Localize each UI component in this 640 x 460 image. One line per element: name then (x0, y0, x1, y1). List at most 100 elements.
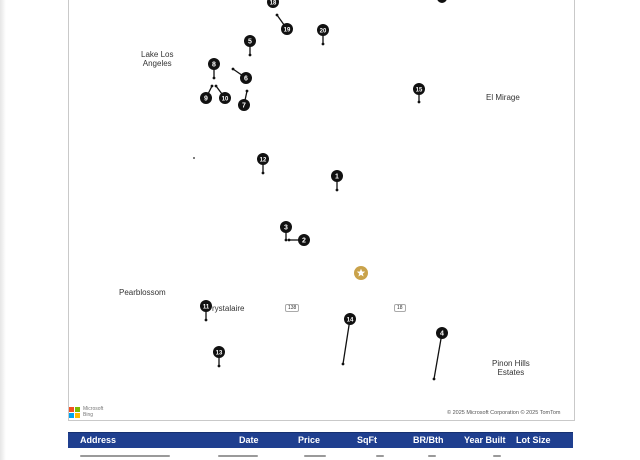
marker-number: 12 (260, 157, 267, 163)
marker-circle (200, 92, 212, 104)
marker-pin-tip (248, 53, 252, 57)
map-marker-15[interactable]: 15 (413, 83, 425, 104)
marker-circle (238, 99, 250, 111)
marker-number: 18 (270, 0, 277, 6)
marker-pin-tip (335, 188, 339, 192)
map-marker-1[interactable]: 1 (331, 170, 343, 192)
map-marker-9[interactable]: 9 (200, 84, 214, 104)
marker-number: 8 (212, 61, 216, 68)
place-line: rystalaire (212, 304, 245, 313)
marker-pin-tip (212, 76, 216, 80)
map-marker-14[interactable]: 14 (341, 313, 356, 366)
marker-circle (317, 24, 329, 36)
row-text-fragment (218, 455, 258, 457)
marker-pin-line (342, 318, 351, 365)
marker-pin-tip (231, 67, 235, 71)
marker-pin-tip (287, 238, 291, 242)
place-line: El Mirage (486, 93, 520, 102)
marker-pin-tip (275, 13, 279, 17)
row-text-fragment (304, 455, 326, 457)
place-line: Angeles (142, 59, 172, 68)
marker-circle (281, 23, 293, 35)
marker-pin-line (433, 332, 443, 380)
marker-pin-tip (214, 84, 218, 88)
map-marker-13[interactable]: 13 (213, 346, 225, 368)
column-header-address[interactable]: Address (80, 435, 117, 445)
marker-circle (331, 170, 343, 182)
place-line: Pearblossom (119, 288, 166, 297)
map-marker-4[interactable]: 4 (432, 327, 448, 381)
map-marker-8[interactable]: 8 (208, 58, 220, 80)
column-header-sqft[interactable]: SqFt (357, 435, 377, 445)
logo-text: Microsoft Bing (83, 406, 103, 418)
marker-number: 11 (203, 304, 210, 310)
map-marker-11[interactable]: 11 (200, 300, 212, 322)
map-speck (193, 157, 195, 159)
row-text-fragment (376, 455, 384, 457)
comparables-table-header: Address Date Price SqFt BR/Bth Year Buil… (68, 432, 573, 448)
place-line: Lake Los (141, 50, 174, 59)
marker-pin-tip (217, 364, 221, 368)
column-header-year-built[interactable]: Year Built (464, 435, 506, 445)
marker-circle (436, 327, 448, 339)
marker-pin-tip (432, 377, 436, 381)
marker-number: 6 (244, 75, 248, 82)
place-label-crystalaire: rystalaire (212, 304, 244, 313)
logo-line: Microsoft (83, 406, 104, 412)
place-line: Estates (497, 368, 525, 377)
marker-circle (240, 72, 252, 84)
marker-circle (219, 92, 231, 104)
marker-number: 19 (284, 27, 291, 33)
map-marker-12[interactable]: 12 (257, 153, 269, 175)
marker-circle (267, 0, 279, 8)
marker-pin-tip (417, 100, 421, 104)
microsoft-bing-logo: Microsoft Bing (69, 406, 109, 418)
marker-number: 20 (320, 28, 327, 34)
row-text-fragment (428, 455, 436, 457)
marker-pin-tip (284, 238, 288, 242)
marker-number: 14 (347, 317, 354, 323)
place-label-el-mirage: El Mirage (486, 93, 520, 102)
map-marker-6[interactable]: 6 (231, 67, 252, 84)
marker-number: 1 (335, 173, 339, 180)
marker-pin-tip (210, 84, 214, 88)
marker-circle (257, 153, 269, 165)
map-marker-19[interactable]: 19 (275, 13, 293, 35)
marker-circle (200, 300, 212, 312)
marker-circle (208, 58, 220, 70)
marker-pin-tip (204, 318, 208, 322)
star-icon[interactable] (354, 266, 368, 280)
map-marker-5[interactable]: 5 (244, 35, 256, 57)
place-line: Pinon Hills (492, 359, 530, 368)
page-edge-shadow (0, 0, 6, 460)
map-marker-3[interactable]: 3 (280, 221, 292, 242)
column-header-lot-size[interactable]: Lot Size (516, 435, 551, 445)
column-header-price[interactable]: Price (298, 435, 321, 445)
map-marker-10[interactable]: 10 (214, 84, 231, 104)
route-shield-18: 18 (394, 304, 406, 312)
marker-pin-tip (341, 362, 345, 366)
marker-number: 13 (216, 350, 223, 356)
marker-number: 10 (222, 96, 229, 102)
marker-number: 9 (204, 95, 208, 102)
subject-star-shape (356, 268, 366, 277)
map-marker-cutoff[interactable] (437, 0, 447, 3)
map-marker-18[interactable]: 18 (267, 0, 279, 8)
place-label-pearblossom: Pearblossom (119, 288, 166, 297)
column-header-br-bth[interactable]: BR/Bth (413, 435, 444, 445)
marker-circle (344, 313, 356, 325)
marker-pin-tip (321, 42, 325, 46)
map-marker-7[interactable]: 7 (238, 89, 250, 111)
column-header-date[interactable]: Date (239, 435, 259, 445)
map-marker-20[interactable]: 20 (317, 24, 329, 46)
marker-circle (244, 35, 256, 47)
map-marker-2[interactable]: 2 (287, 234, 310, 246)
marker-number: 4 (440, 330, 444, 337)
marker-number: 15 (416, 87, 423, 93)
row-text-fragment (80, 455, 170, 457)
marker-circle (213, 346, 225, 358)
place-label-lake-los-angeles: Lake Los Angeles (141, 50, 173, 68)
place-label-pinon-hills-estates: Pinon Hills Estates (492, 359, 530, 377)
